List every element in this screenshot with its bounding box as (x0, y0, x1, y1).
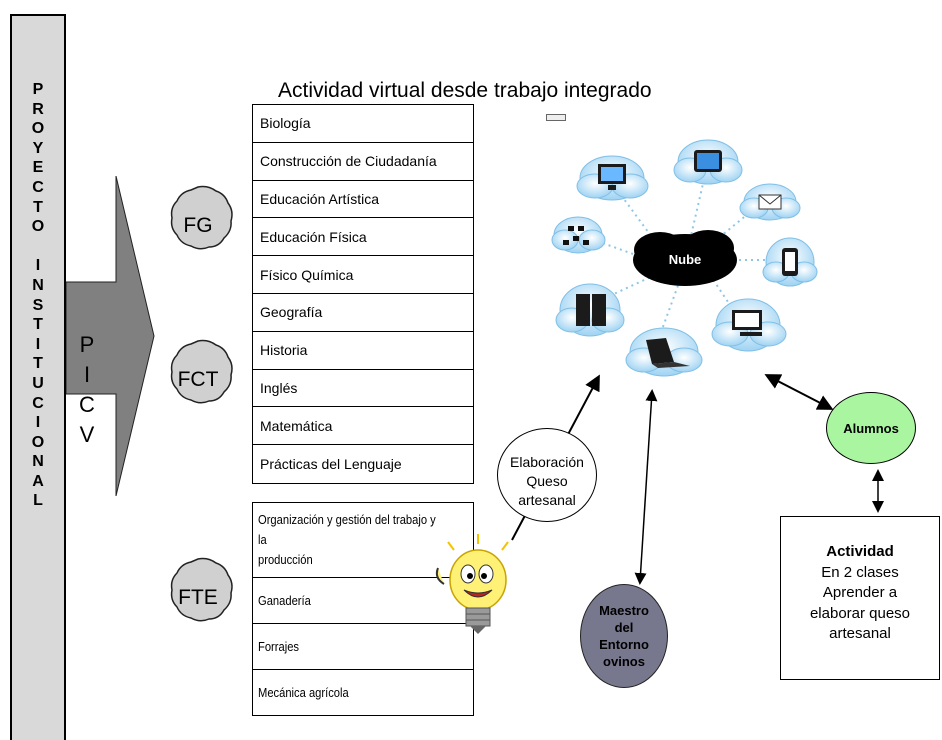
project-letter: T (33, 355, 43, 373)
fte-label: FTE (178, 586, 218, 609)
project-letter: N (32, 276, 44, 294)
activity-heading: Actividad (826, 543, 894, 560)
fte-circle (170, 557, 233, 622)
fg-circle (170, 185, 233, 250)
project-letter: N (32, 453, 44, 471)
activity-line: elaborar queso (809, 604, 911, 622)
maestro-label: Maestro del Entorno ovinos (599, 603, 649, 669)
picv-letter: V (79, 422, 95, 447)
technical-subject-row: Organización y gestión del trabajo y la … (253, 503, 473, 578)
subject-row: Construcción de Ciudadanía (253, 143, 473, 181)
project-letter: U (32, 374, 44, 392)
subject-row: Matemática (253, 407, 473, 446)
diagram-title: Actividad virtual desde trabajo integrad… (278, 79, 652, 102)
picv-arrow (66, 176, 155, 496)
lightbulb-mascot-icon (435, 534, 509, 634)
elaboration-circle (497, 428, 597, 522)
alumnos-label: Alumnos (843, 420, 899, 436)
activity-box: Actividad En 2 clases Aprender a elabora… (780, 516, 940, 680)
technical-subjects-table: Organización y gestión del trabajo y la … (252, 502, 474, 716)
project-letter: L (33, 492, 43, 510)
project-letter: R (32, 100, 44, 118)
fct-label: FCT (177, 368, 219, 391)
project-letter: O (31, 120, 45, 138)
subject-row: Educación Artística (253, 181, 473, 219)
project-letter: E (32, 159, 44, 177)
project-letter: I (35, 414, 41, 432)
technical-subject-row: Mecánica agrícola (253, 670, 473, 715)
technical-subject-row: Ganadería (253, 578, 473, 624)
elaboration-label: Elaboración Queso artesanal (510, 454, 584, 508)
activity-line: En 2 clases (821, 563, 899, 581)
project-letter: I (35, 257, 41, 275)
fg-label: FG (183, 214, 213, 237)
activity-line: Aprender a (822, 584, 898, 601)
subject-row: Inglés (253, 370, 473, 408)
subject-row: Historia (253, 332, 473, 370)
technical-subject-label: Ganadería (258, 592, 311, 608)
project-bar (10, 14, 66, 740)
project-letter: T (33, 198, 43, 216)
picv-letter: I (83, 362, 91, 387)
technical-subject-label: Organización y gestión del trabajo y la … (258, 512, 436, 567)
cloud-center-label: Nube (668, 252, 702, 267)
project-letter: A (32, 472, 44, 490)
subject-row: Prácticas del Lenguaje (260, 456, 402, 473)
alumnos-circle: Alumnos (826, 392, 916, 464)
subject-row: Educación Física (253, 218, 473, 257)
technical-subject-row: Forrajes (253, 624, 473, 670)
picv-letter: C (79, 392, 95, 417)
subject-row: Biología (253, 105, 473, 143)
project-letter: Y (32, 139, 44, 157)
project-letter: P (32, 81, 44, 98)
maestro-circle: Maestro del Entorno ovinos (580, 584, 668, 688)
small-tag (546, 114, 566, 121)
activity-line: artesanal (829, 625, 891, 642)
project-letter: O (31, 218, 45, 236)
technical-subject-label: Mecánica agrícola (258, 684, 349, 700)
picv-letter: P (79, 332, 95, 357)
project-letter: C (32, 394, 44, 412)
technical-subject-label: Forrajes (258, 638, 300, 654)
project-letter: I (35, 335, 41, 353)
fct-circle (170, 339, 233, 404)
project-letter: C (32, 178, 44, 196)
project-letter: O (31, 433, 45, 451)
subject-row: Físico Química (253, 256, 473, 294)
cloud-network (551, 139, 818, 377)
project-letter: T (33, 316, 43, 334)
project-letter: S (32, 296, 44, 314)
subject-row: Geografía (253, 294, 473, 332)
